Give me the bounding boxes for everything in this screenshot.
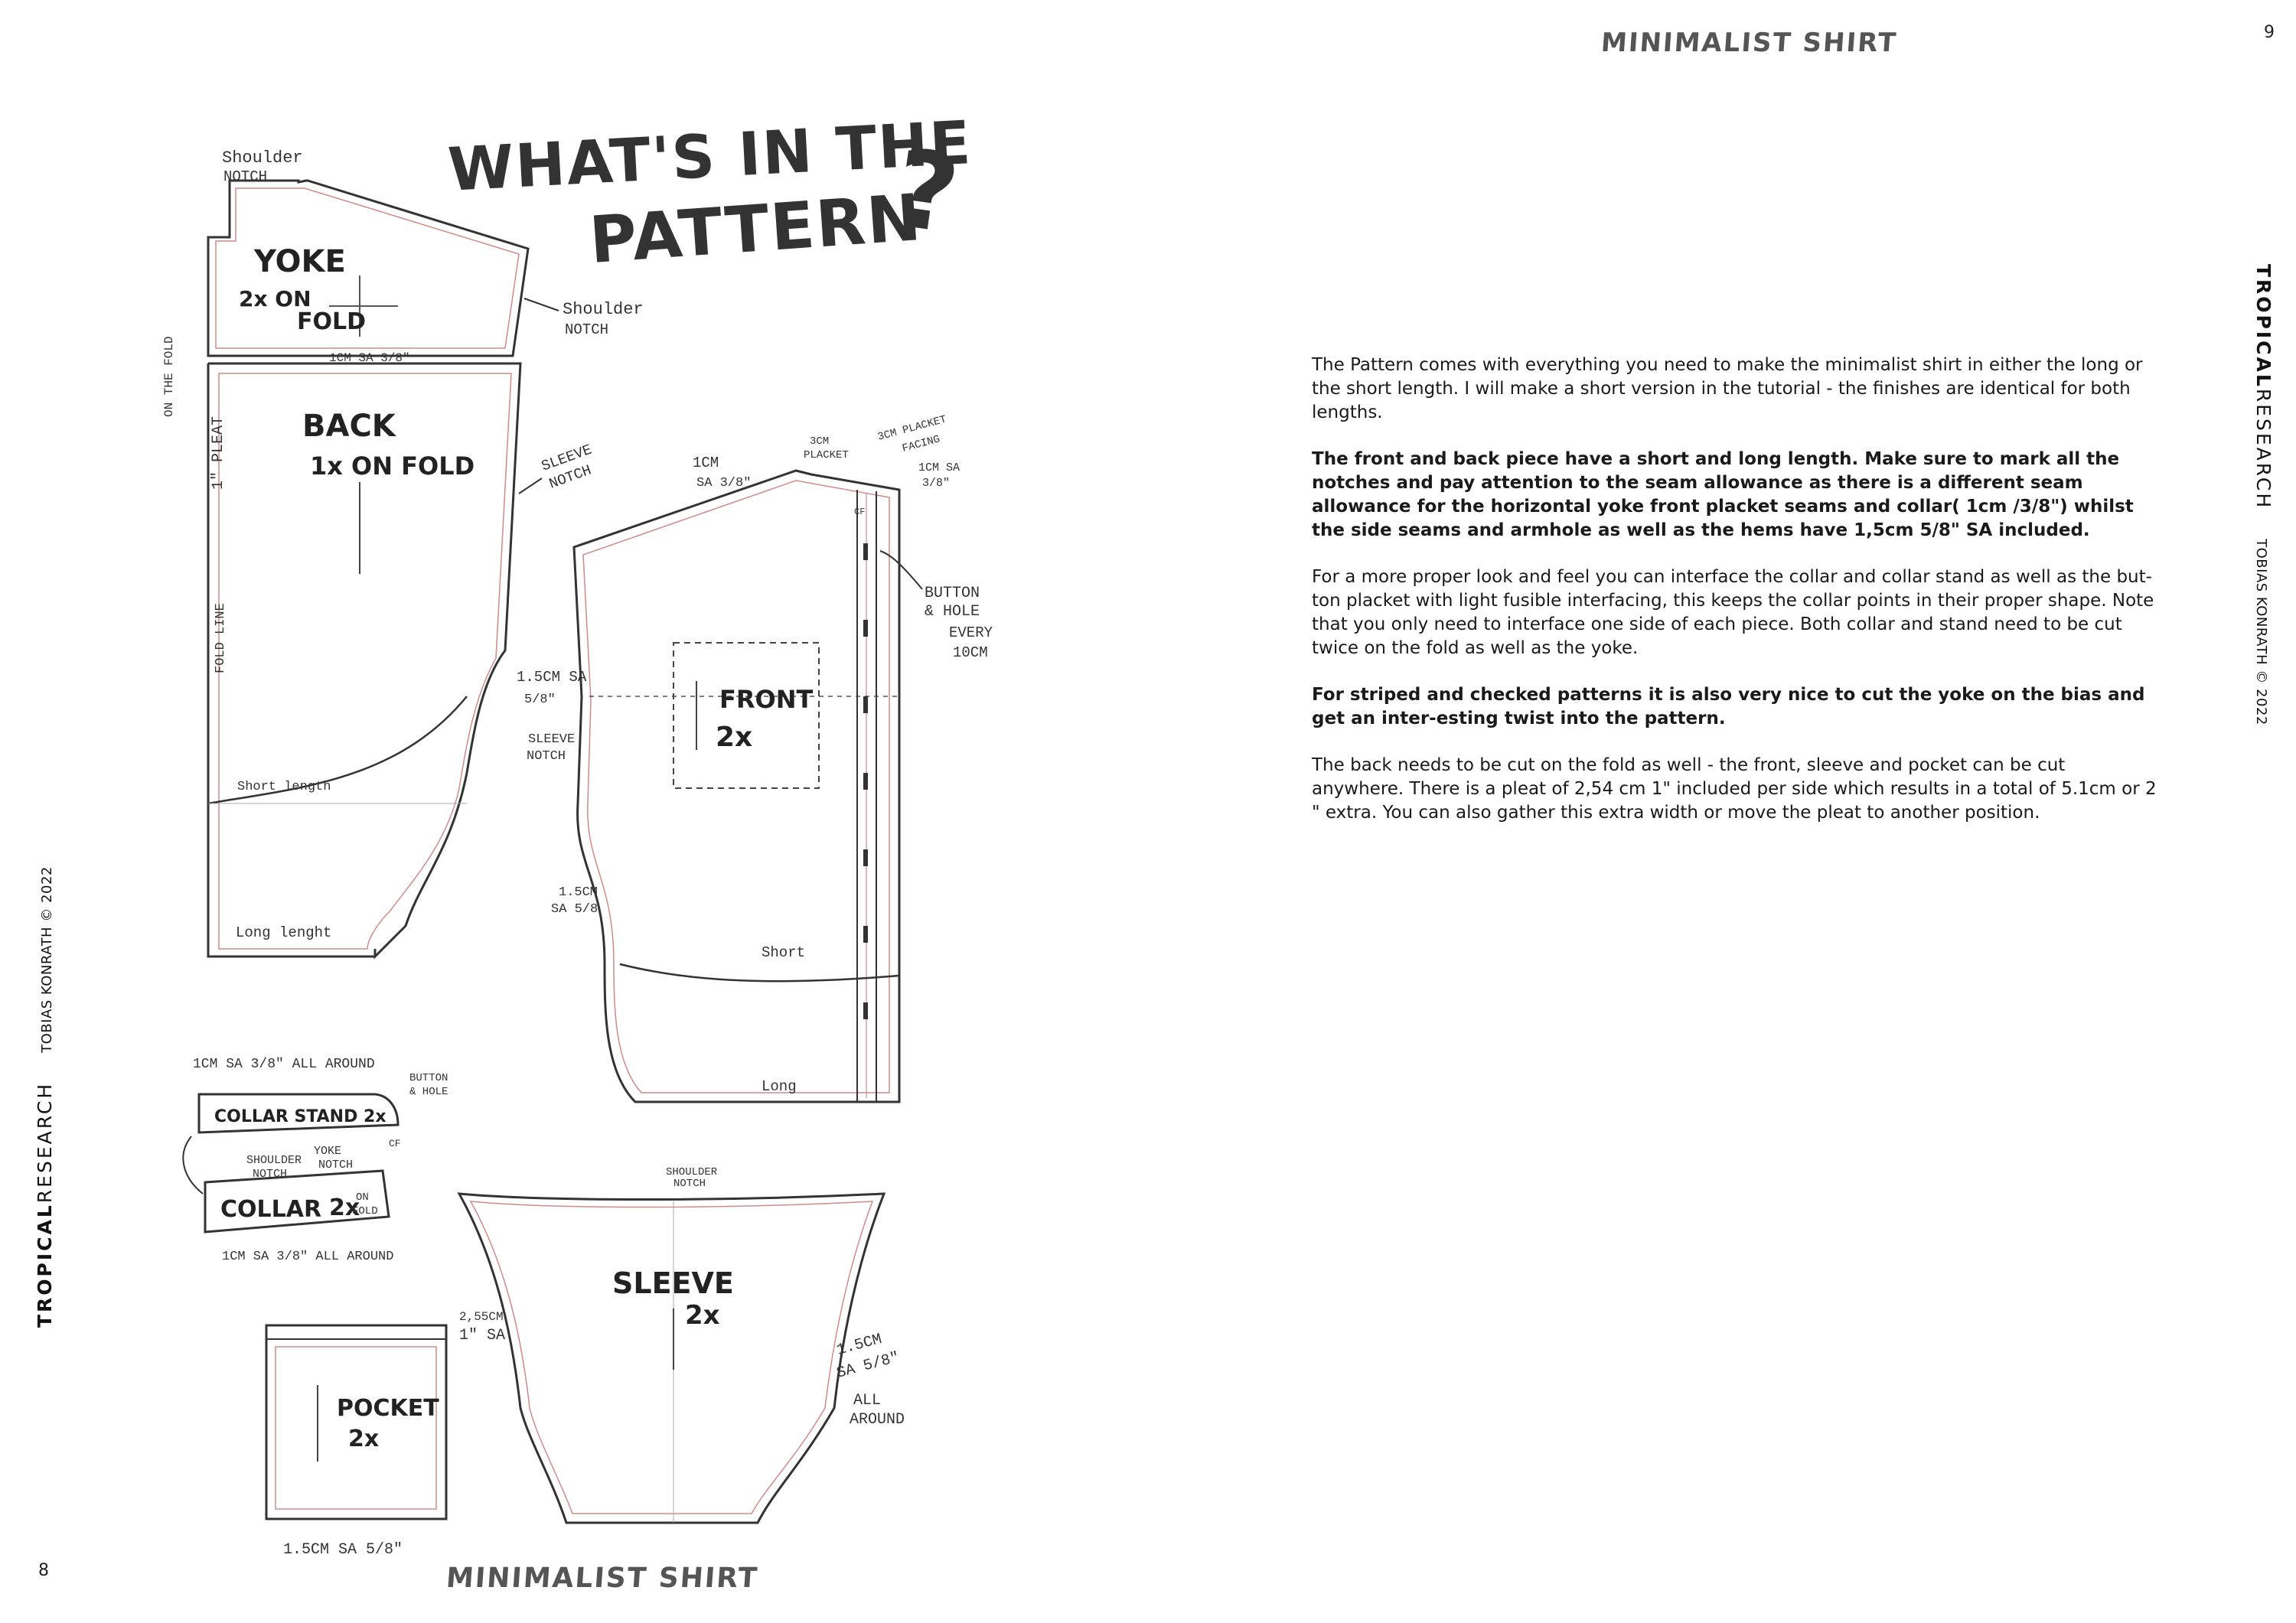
back-sa2: 5/8" xyxy=(524,693,556,707)
body-text: The Pattern comes with everything you ne… xyxy=(1312,354,2160,848)
yoke-sub2: FOLD xyxy=(297,308,366,335)
shoulder-notch-a1: Shoulder xyxy=(222,148,303,168)
right-page: MINIMALIST SHIRT 9 xyxy=(1148,0,2296,1623)
back-sa1: 1.5CM SA xyxy=(517,669,587,686)
pleat: 1" PLEAT xyxy=(210,416,227,490)
button-hole2: & HOLE xyxy=(925,603,980,621)
placket-b2: FACING xyxy=(901,433,941,455)
collar-label: COLLAR xyxy=(220,1196,321,1223)
long-length: Long lenght xyxy=(236,924,331,941)
yoke-title: YOKE xyxy=(253,244,346,279)
fold-line: FOLD LINE xyxy=(214,603,228,673)
placket-a1: 3CM xyxy=(810,435,829,448)
collar-fold2: FOLD xyxy=(352,1205,378,1217)
placket-sa1: 1CM SA xyxy=(918,461,960,474)
brand-tropical-right: TROPICAL xyxy=(2252,264,2275,389)
sleeve-title: SLEEVE xyxy=(612,1266,734,1300)
paragraph-striped: For striped and checked patterns it is a… xyxy=(1312,685,2145,728)
sleeve-shoulder2: NOTCH xyxy=(673,1178,706,1190)
back-title: BACK xyxy=(302,409,397,444)
shoulder-notch-b1: Shoulder xyxy=(563,300,644,319)
page-number-right: 9 xyxy=(2264,23,2275,42)
yoke-notch2: NOTCH xyxy=(318,1159,353,1172)
on-the-fold: ON THE FOLD xyxy=(162,336,176,417)
header-title: MINIMALIST SHIRT xyxy=(1600,28,1899,58)
cf-small: CF xyxy=(389,1138,401,1149)
sleeve-sub: 2x xyxy=(685,1300,720,1331)
front-long: Long xyxy=(762,1078,797,1095)
shoulder-notch-b2: NOTCH xyxy=(565,321,608,338)
shoulder-notch-c1: SHOULDER xyxy=(246,1154,302,1167)
buttonholes xyxy=(863,543,868,1019)
copyright-right: TOBIAS KONRATH © 2022 xyxy=(2253,539,2269,725)
pocket-bottom-sa: 1.5CM SA 5/8" xyxy=(283,1541,403,1559)
hem-sa2: SA 5/8 xyxy=(551,902,598,917)
left-brand-sidebar: TROPICALRESEARCH TOBIAS KONRATH © 2022 xyxy=(34,866,56,1328)
paragraph-interfacing: For a more proper look and feel you can … xyxy=(1312,567,2154,658)
button-hole1: BUTTON xyxy=(925,585,980,602)
yoke-notch1: YOKE xyxy=(314,1145,341,1158)
left-page: TROPICALRESEARCHTOBIAS KONRATH © 2022 8 … xyxy=(34,109,995,1594)
collar-sa-top: 1CM SA 3/8" ALL AROUND xyxy=(193,1057,375,1072)
front-short: Short xyxy=(762,944,805,961)
pattern-diagram: YOKE 2x ON FOLD Shoulder NOTCH Shoulder … xyxy=(162,148,995,1559)
pocket-sa2: 1" SA xyxy=(459,1327,505,1344)
placket-a2: PLACKET xyxy=(804,449,849,461)
button-hole-small2: & HOLE xyxy=(409,1086,448,1098)
hem-sa1: 1.5CM xyxy=(559,885,598,900)
pocket-title: POCKET xyxy=(337,1395,439,1422)
brand-tropical: TROPICAL xyxy=(34,1203,56,1328)
front-piece: FRONT 2x 1CM SA 3/8" 3CM PLACKET 3CM PLA… xyxy=(551,413,995,1103)
page-number-left: 8 xyxy=(38,1561,49,1580)
pocket-sub: 2x xyxy=(348,1426,379,1452)
placket-sa2: 3/8" xyxy=(922,477,950,490)
pocket-sa1: 2,55CM xyxy=(459,1310,504,1324)
yoke-sa: 1CM SA 3/8" xyxy=(329,351,410,365)
collar-stand-label: COLLAR STAND 2x xyxy=(214,1107,386,1126)
front-sub: 2x xyxy=(716,722,752,753)
collar-fold1: ON xyxy=(356,1191,369,1204)
front-sa2: SA 3/8" xyxy=(696,476,751,490)
sleeve-shoulder1: SHOULDER xyxy=(666,1166,718,1178)
collar-sub: 2x xyxy=(329,1194,360,1221)
collar-stand-piece: COLLAR STAND 2x 1CM SA 3/8" ALL AROUND B… xyxy=(193,1057,448,1181)
back-piece: BACK 1x ON FOLD 1" PLEAT FOLD LINE SLEEV… xyxy=(207,362,594,960)
pocket-piece: POCKET 2x 2,55CM 1" SA 1.5CM SA 5/8" xyxy=(265,1310,505,1559)
paragraph-seam-allowance: The front and back piece have a short an… xyxy=(1312,449,2134,540)
sleeve-notch-b1: SLEEVE xyxy=(528,732,575,747)
paragraph-intro: The Pattern comes with everything you ne… xyxy=(1312,355,2143,422)
collar-piece: COLLAR 2x ON FOLD 1CM SA 3/8" ALL AROUND xyxy=(182,1136,393,1264)
copyright: TOBIAS KONRATH © 2022 xyxy=(39,866,55,1053)
button-hole4: 10CM / 4" xyxy=(953,644,995,661)
sleeve-sa3: ALL xyxy=(853,1392,881,1410)
brand-research-right: RESEARCH xyxy=(2252,388,2275,510)
cf-label: CF xyxy=(854,507,865,517)
shoulder-notch-a2: NOTCH xyxy=(223,168,267,185)
yoke-piece: YOKE 2x ON FOLD Shoulder NOTCH Shoulder … xyxy=(162,148,644,417)
short-length: Short length xyxy=(237,780,331,794)
yoke-sub1: 2x ON xyxy=(239,286,311,311)
sleeve-sa4: AROUND xyxy=(850,1411,905,1429)
paragraph-cutting: The back needs to be cut on the fold as … xyxy=(1312,755,2157,823)
front-sa1: 1CM xyxy=(693,455,719,471)
button-hole3: EVERY xyxy=(949,624,993,641)
right-brand-sidebar: TROPICALRESEARCH TOBIAS KONRATH © 2022 xyxy=(2252,264,2275,725)
sleeve-piece: SLEEVE 2x SHOULDER NOTCH 1.5CM SA 5/8" A… xyxy=(457,1166,905,1524)
brand-research: RESEARCH xyxy=(34,1081,56,1204)
collar-sa-bottom: 1CM SA 3/8" ALL AROUND xyxy=(222,1250,393,1264)
back-sub: 1x ON FOLD xyxy=(310,451,475,481)
front-title: FRONT xyxy=(719,685,813,714)
button-hole-small1: BUTTON xyxy=(409,1072,448,1084)
sleeve-notch-b2: NOTCH xyxy=(527,749,566,764)
